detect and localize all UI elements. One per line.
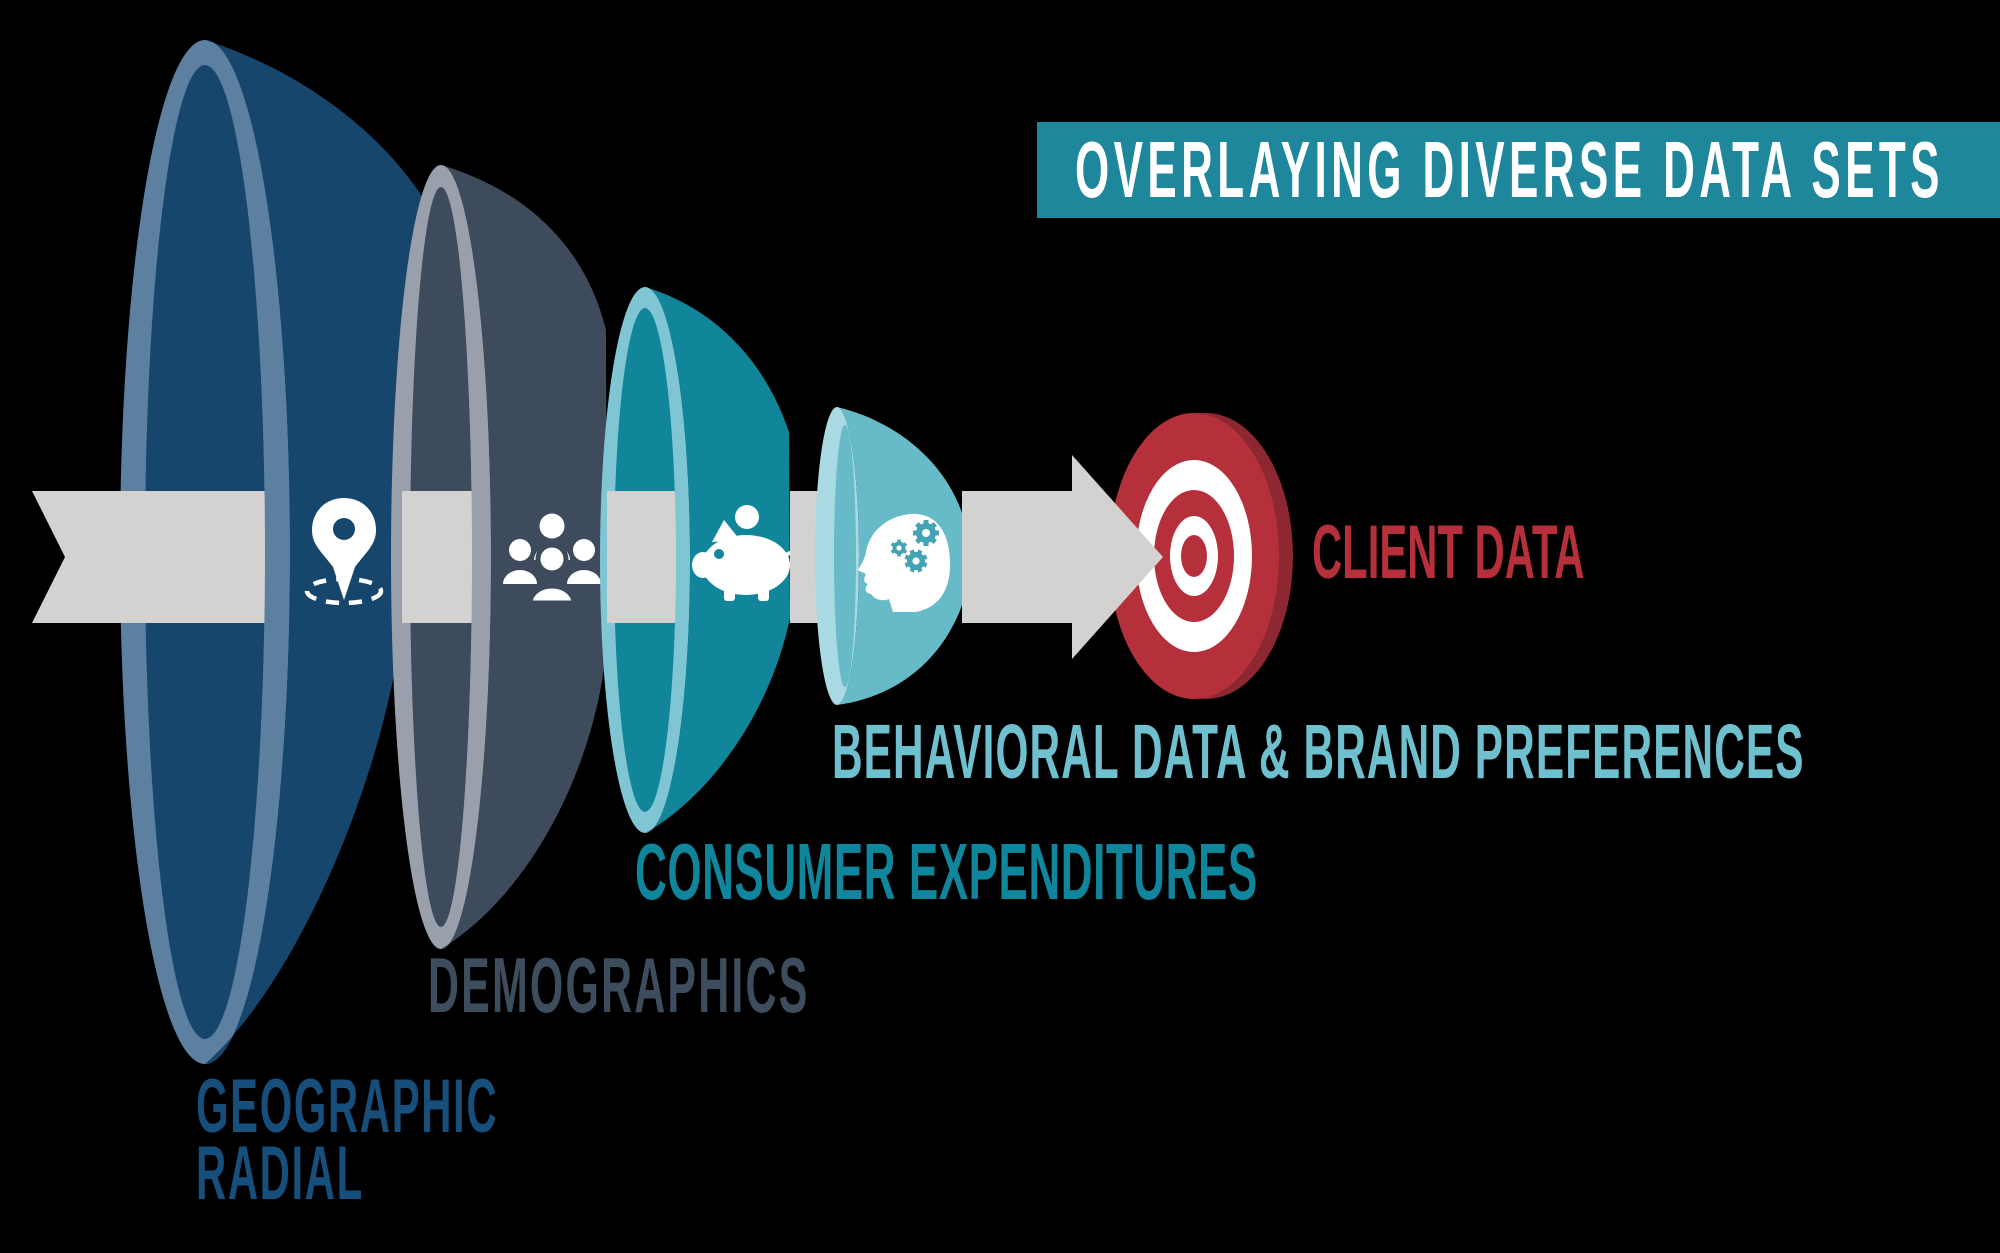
disc2-near-side	[441, 165, 607, 949]
label-client-data: CLIENT DATA	[1312, 510, 1585, 595]
label-geographic-line1: GEOGRAPHIC	[196, 1064, 499, 1149]
label-demographics: DEMOGRAPHICS	[428, 941, 810, 1029]
map-pin-icon	[304, 498, 384, 606]
label-behavioral-data: BEHAVIORAL DATA & BRAND PREFERENCES	[832, 709, 1805, 795]
label-geographic-line2: RADIAL	[196, 1131, 364, 1216]
disc4-interior	[834, 425, 856, 687]
disc3-near-side	[645, 287, 799, 833]
gear-medium	[904, 549, 928, 573]
arrow-segment-1	[402, 491, 477, 623]
title-banner-text: OVERLAYING DIVERSE DATA SETS	[1075, 125, 1944, 214]
arrow-segment-2	[607, 491, 676, 623]
piggy-bank-icon	[692, 505, 799, 601]
people-group-icon	[503, 513, 601, 606]
label-consumer-expenditures: CONSUMER EXPENDITURES	[635, 827, 1258, 916]
gear-large	[913, 520, 939, 546]
disc1-near-side	[205, 40, 461, 1064]
gear-small	[890, 539, 908, 557]
arrow-segment-3	[790, 491, 820, 623]
target-bullseye-icon	[1109, 413, 1293, 699]
title-banner: OVERLAYING DIVERSE DATA SETS	[1037, 122, 2000, 218]
disc-behavioral-data	[815, 407, 969, 705]
target-center	[1181, 535, 1207, 577]
arrow-tail-segment	[32, 491, 265, 623]
head-gears-icon	[858, 513, 951, 612]
arrow-head	[962, 455, 1163, 659]
label-geographic-radial: GEOGRAPHIC RADIAL	[196, 1064, 499, 1216]
